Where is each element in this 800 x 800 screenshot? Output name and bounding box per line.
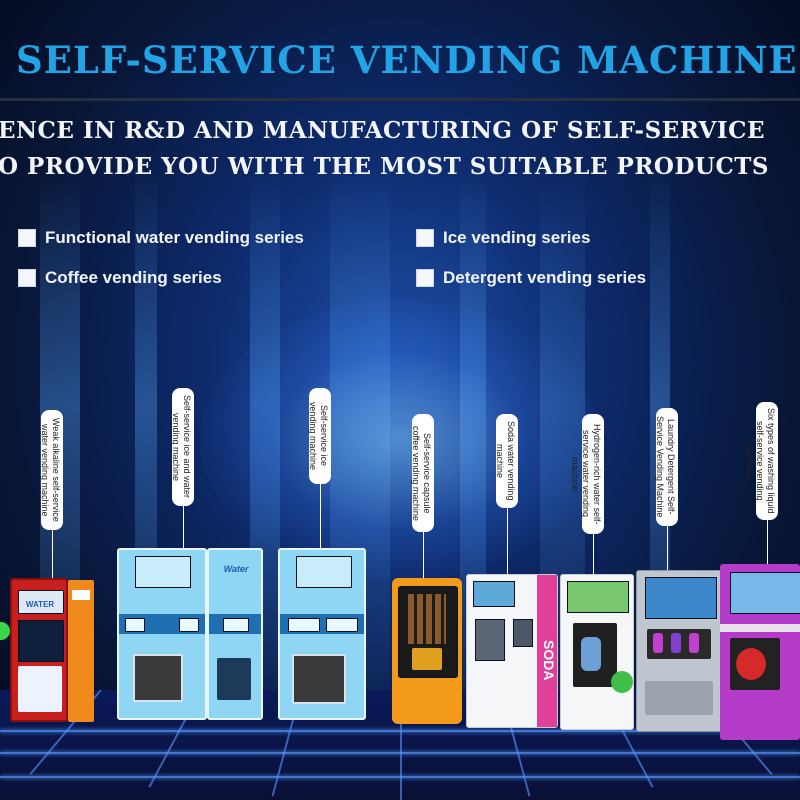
machine-label-ice-water: Self-service ice and water vending machi… — [171, 388, 194, 506]
machine-label-soda: Soda water vending machine — [495, 414, 518, 508]
category-coffee: Coffee vending series — [18, 267, 222, 289]
checkbox-icon — [18, 269, 36, 287]
machine-ice-water-right: Water — [207, 548, 263, 720]
subtitle-line-2: O PROVIDE YOU WITH THE MOST SUITABLE PRO… — [0, 153, 769, 180]
category-label: Detergent vending series — [443, 268, 647, 287]
category-label: Coffee vending series — [45, 268, 222, 287]
machine-soda: SODA — [466, 574, 558, 728]
checkbox-icon — [416, 229, 434, 247]
label-stem — [667, 526, 668, 570]
category-functional-water: Functional water vending series — [18, 227, 304, 249]
subtitle-line-1: ENCE IN R&D AND MANUFACTURING OF SELF-SE… — [0, 117, 765, 144]
checkbox-icon — [18, 229, 36, 247]
page-title: SELF-SERVICE VENDING MACHINE SERIES — [16, 38, 800, 82]
machine-capsule-coffee — [392, 578, 462, 724]
leaf-icon — [0, 622, 10, 640]
machine-label-ice: Self-service ice vending machine — [308, 388, 331, 484]
screen-text: Water — [223, 564, 249, 574]
machine-label-capsule-coffee: Self-service capsule coffee vending mach… — [411, 414, 434, 532]
label-stem — [423, 532, 424, 578]
machine-label-alkaline-water: Weak alkaline self-service water vending… — [40, 410, 63, 530]
machine-hydrogen-water — [560, 574, 634, 730]
category-ice: Ice vending series — [416, 227, 590, 249]
machine-ice-water-left — [117, 548, 207, 720]
label-stem — [52, 530, 53, 578]
label-stem — [320, 484, 321, 548]
checkbox-icon — [416, 269, 434, 287]
category-detergent: Detergent vending series — [416, 267, 646, 289]
machine-label-laundry-detergent: Laundry Detergent Self-Service Vending M… — [655, 408, 678, 526]
category-label: Functional water vending series — [45, 228, 304, 247]
screen-text: WATER — [25, 600, 55, 609]
machine-laundry-detergent — [636, 570, 722, 732]
machine-ice — [278, 548, 366, 720]
label-stem — [507, 508, 508, 574]
label-stem — [593, 534, 594, 574]
machine-alkaline-water: WATER — [10, 578, 68, 722]
center-glow — [200, 300, 600, 580]
label-stem — [183, 506, 184, 548]
category-label: Ice vending series — [443, 228, 591, 247]
machine-label-hydrogen-water: Hydrogen-rich water self-service water v… — [570, 414, 604, 534]
screen-text: SODA — [541, 639, 557, 681]
machine-label-six-washing-liquid: Six types of washing liquid self-service… — [744, 402, 778, 520]
label-stem — [767, 520, 768, 564]
machine-alkaline-water-side — [68, 580, 94, 722]
divider — [0, 98, 800, 101]
machine-six-washing-liquid — [720, 564, 800, 740]
